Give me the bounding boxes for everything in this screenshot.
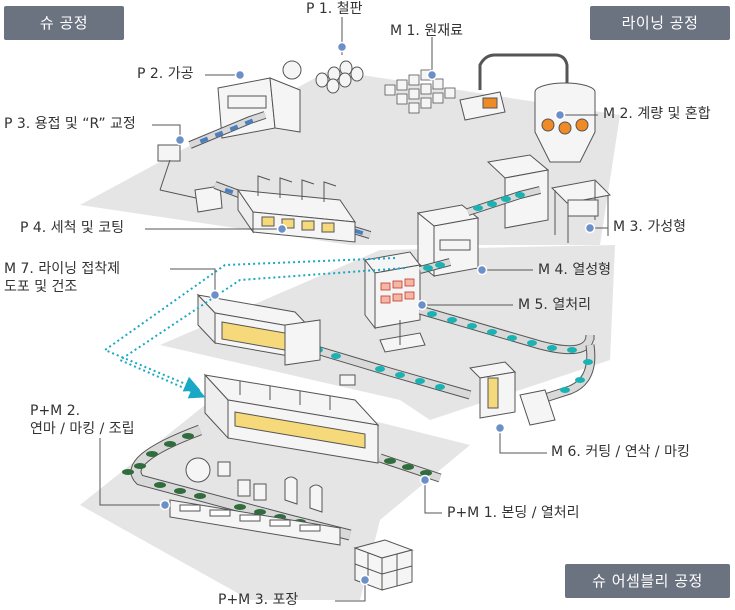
label-p1: P 1. 철판 — [306, 1, 363, 17]
welding-robot — [157, 144, 223, 213]
label-p3: P 3. 용접 및 “R” 교정 — [4, 116, 136, 132]
label-m5: M 5. 열처리 — [518, 297, 591, 313]
label-p4: P 4. 세척 및 코팅 — [20, 220, 125, 236]
coating-line — [236, 175, 357, 243]
grinding-assembly-machines — [169, 457, 341, 546]
label-m3: M 3. 가성형 — [613, 219, 686, 235]
label-pm2-line2: 연마 / 마킹 / 조립 — [30, 421, 135, 437]
raw-material-boxes — [384, 69, 456, 114]
section-badge-lining: 라이닝 공정 — [590, 6, 730, 40]
steel-coils — [315, 60, 364, 94]
heat-treatment-oven — [364, 251, 421, 330]
leader-dots — [159, 41, 596, 586]
adhesive-coating-line — [196, 293, 356, 386]
label-m4: M 4. 열성형 — [538, 262, 611, 278]
bonding-oven — [203, 373, 380, 464]
preforming-machine — [550, 179, 612, 243]
cutting-grinding-machine — [379, 320, 556, 426]
label-pm3: P+M 3. 포장 — [218, 592, 299, 608]
label-m1: M 1. 원재료 — [390, 23, 463, 39]
label-pm1: P+M 1. 본딩 / 열처리 — [447, 505, 580, 521]
section-badge-shoe: 슈 공정 — [4, 6, 124, 40]
label-m7-line1: M 7. 라이닝 접착제 — [4, 261, 121, 277]
section-badge-assembly: 슈 어셈블리 공정 — [565, 564, 730, 598]
leader-lines — [99, 17, 608, 602]
flow-arrows — [102, 257, 406, 399]
label-m7-line2: 도포 및 건조 — [4, 279, 78, 295]
label-pm2-line1: P+M 2. — [30, 403, 81, 419]
packing-boxes — [353, 539, 414, 591]
label-m6: M 6. 커팅 / 연삭 / 마킹 — [551, 444, 690, 460]
mixing-machine — [459, 53, 596, 163]
press-machine — [217, 60, 302, 139]
label-p2: P 2. 가공 — [137, 66, 194, 82]
conveyor-m — [298, 186, 596, 403]
label-m2: M 2. 계량 및 혼합 — [603, 106, 711, 122]
